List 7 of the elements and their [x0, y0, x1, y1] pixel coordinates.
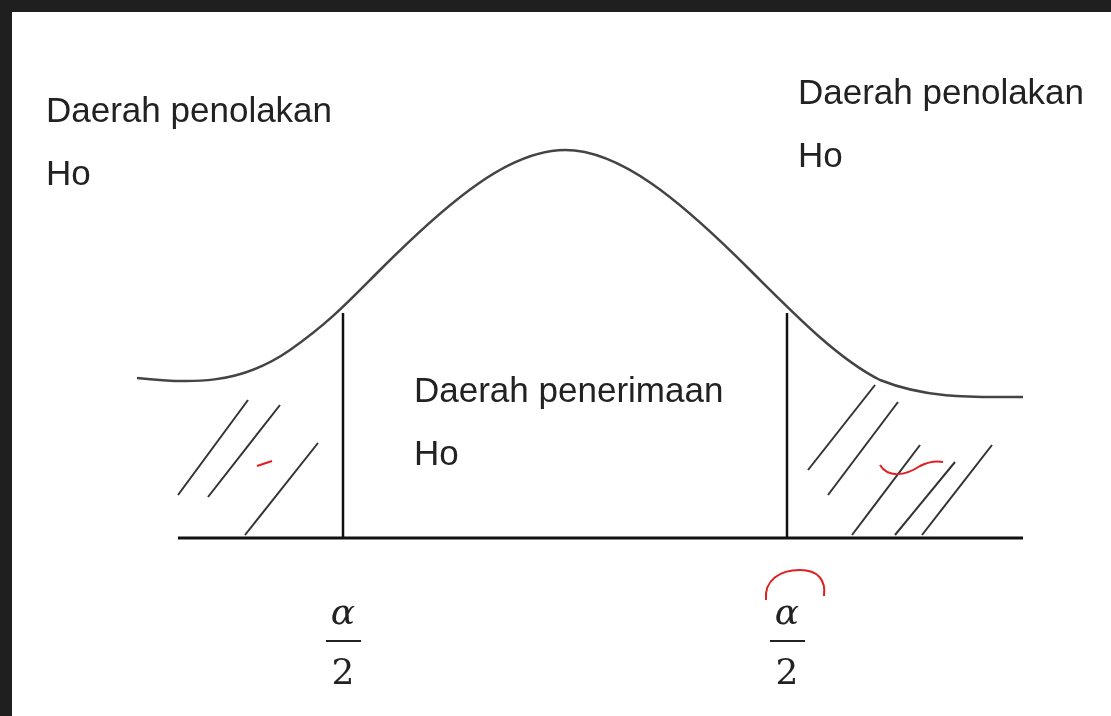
- region-label: Daerah penolakan Ho: [46, 89, 334, 194]
- region-label: Daerah penerimaan Ho: [414, 369, 725, 474]
- fraction-numerator: α: [773, 592, 801, 632]
- region-label: Daerah penolakan Ho: [798, 71, 1086, 176]
- fraction-denominator: 2: [330, 652, 356, 692]
- fraction-numerator: α: [329, 592, 357, 632]
- fraction-denominator: 2: [774, 652, 800, 692]
